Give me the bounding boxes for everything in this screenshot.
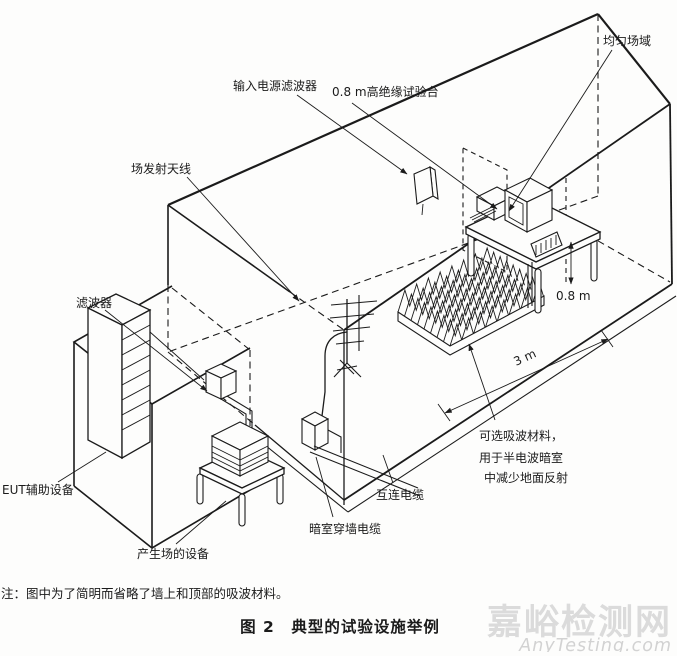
label-filter: 滤波器 xyxy=(76,296,112,310)
label-test-table: 0.8 m高绝缘试验台 xyxy=(332,84,439,99)
label-interconnect: 互连电缆 xyxy=(376,487,424,502)
label-wall-cable: 暗室穿墙电缆 xyxy=(309,521,381,536)
leader-interconnect xyxy=(382,454,394,484)
leader-field-gen xyxy=(175,500,227,545)
leader-antenna xyxy=(186,176,300,302)
watermark-cn: 嘉峪检测网 xyxy=(487,603,672,643)
input-filter-panel-drawing xyxy=(413,165,439,216)
leader-eut-aux xyxy=(57,451,107,483)
label-absorber-line2: 用于半电波暗室 xyxy=(479,450,563,465)
leader-filter xyxy=(104,309,208,392)
label-eut-aux: EUT辅助设备 xyxy=(2,483,74,497)
watermark-en: AnyTesting.com xyxy=(518,636,672,652)
label-dim-height: 0.8 m xyxy=(556,289,591,303)
figure-caption: 图 2 典型的试验设施举例 xyxy=(240,617,440,636)
rack-cabinet-drawing xyxy=(86,293,152,460)
leader-absorber xyxy=(468,343,496,421)
figure-note: 注：图中为了简明而省略了墙上和顶部的吸波材料。 xyxy=(1,586,289,601)
interconnect-cable-drawing xyxy=(309,445,421,497)
leader-lines xyxy=(57,49,613,545)
label-uniform-field: 均匀场域 xyxy=(603,34,651,48)
antenna-cable xyxy=(320,331,348,425)
label-field-antenna: 场发射天线 xyxy=(131,161,191,176)
leader-wall-cable xyxy=(315,456,334,518)
label-field-gen: 产生场的设备 xyxy=(137,546,209,561)
label-absorber-line3: 中减少地面反射 xyxy=(484,470,568,485)
leader-test-table xyxy=(351,102,498,210)
label-input-power-filter: 输入电源滤波器 xyxy=(233,78,317,93)
feedthrough-box-drawing xyxy=(300,411,342,453)
field-antenna-drawing xyxy=(320,295,378,425)
label-dim-distance: 3 m xyxy=(511,346,538,368)
control-room-box xyxy=(72,285,251,549)
generator-table-drawing xyxy=(196,421,286,527)
leader-uniform-field xyxy=(508,49,613,212)
uniform-field-plane xyxy=(462,147,508,273)
leader-input-filter xyxy=(296,94,408,175)
absorber-material-drawing xyxy=(397,246,545,356)
dim-3m xyxy=(437,329,614,422)
chamber-hidden-edges xyxy=(167,14,671,488)
label-absorber-line1: 可选吸波材料， xyxy=(479,429,563,443)
